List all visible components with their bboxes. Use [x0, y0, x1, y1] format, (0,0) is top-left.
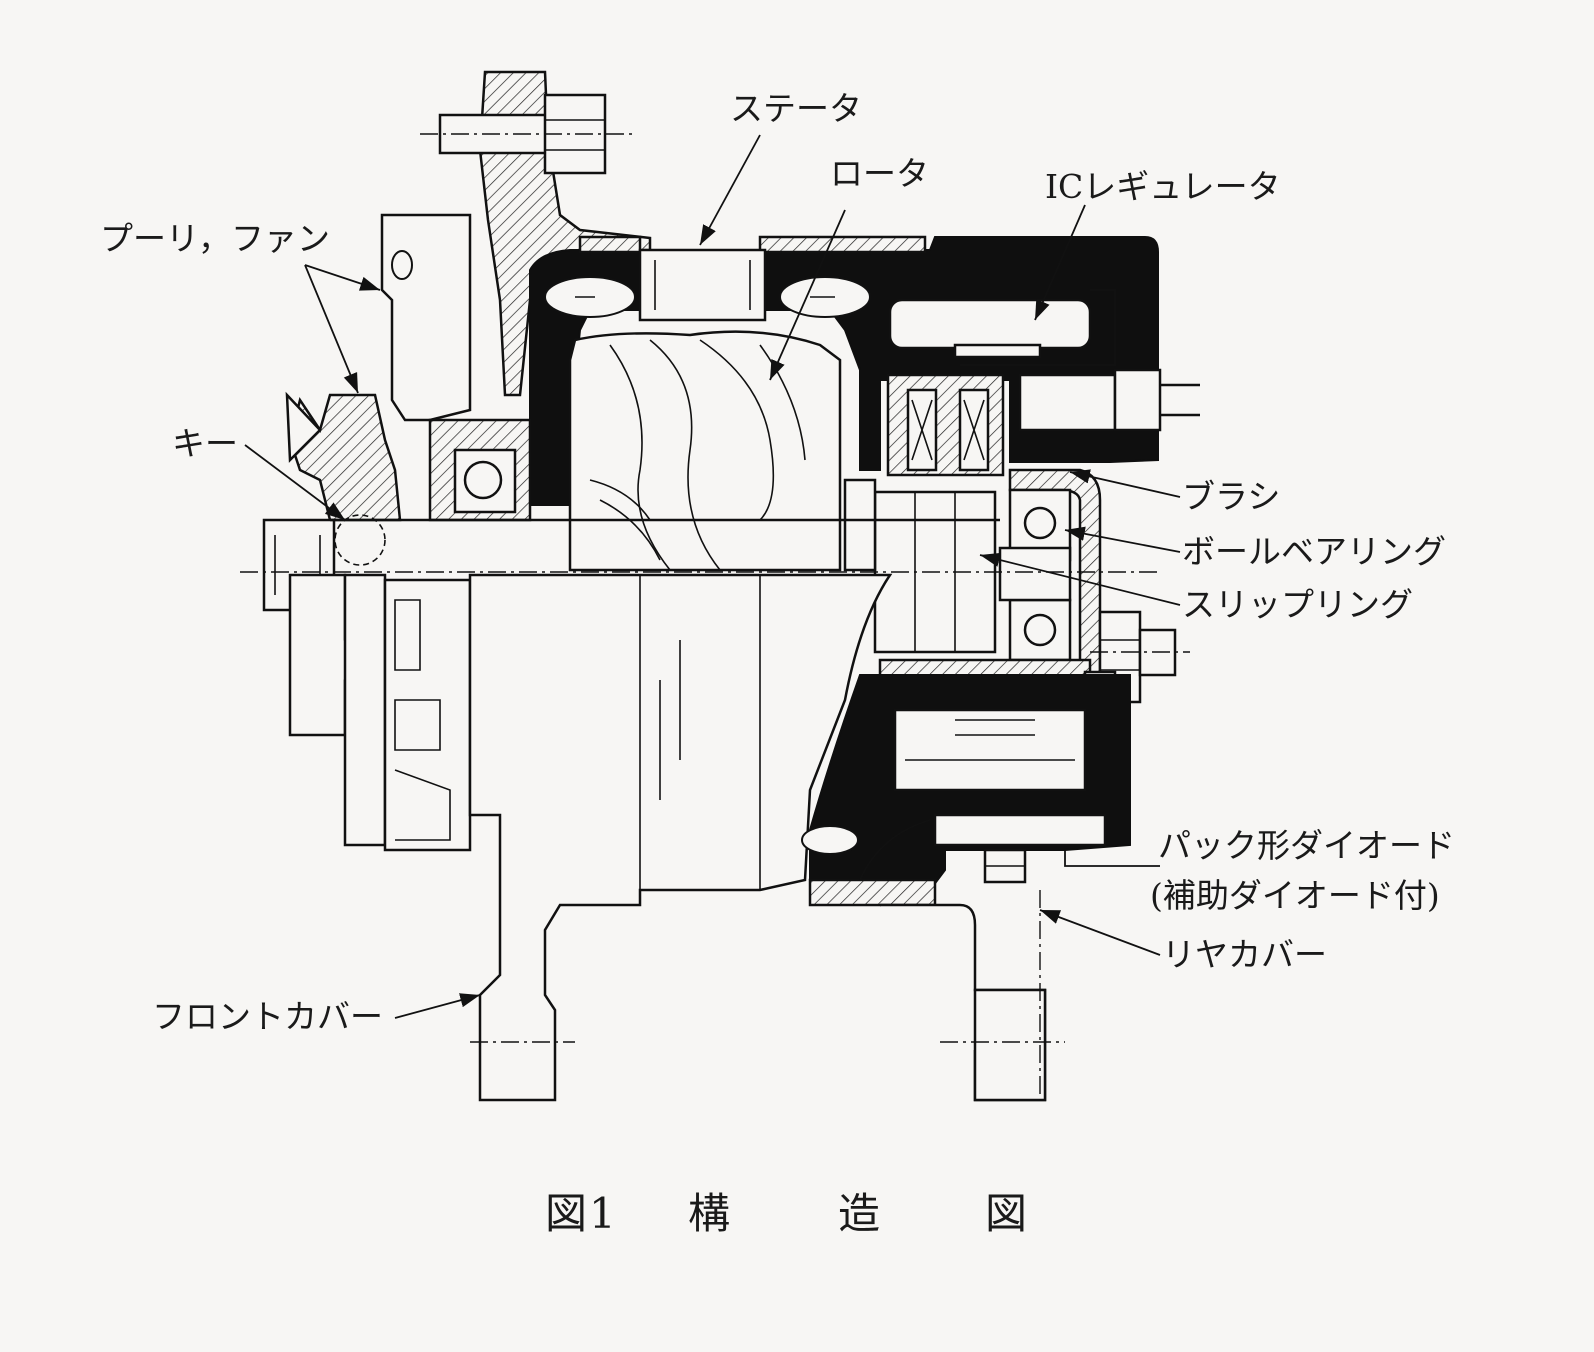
label-slip-ring: スリップリング	[1182, 585, 1413, 624]
label-ic-regulator: ICレギュレータ	[1045, 167, 1281, 206]
leader-lines	[244, 134, 1181, 1019]
pulley-and-fan	[262, 213, 532, 612]
label-rear-cover: リヤカバー	[1162, 935, 1327, 974]
label-rotor: ロータ	[830, 154, 929, 193]
label-ball-bearing: ボールベアリング	[1182, 532, 1446, 571]
brush-holder	[886, 373, 1005, 477]
label-brush: ブラシ	[1182, 477, 1280, 516]
label-pulley-fan: プーリ，ファン	[100, 219, 330, 258]
label-front-cover: フロントカバー	[152, 997, 383, 1036]
figure-caption-char-3: 図	[985, 1189, 1029, 1238]
label-stator: ステータ	[730, 89, 862, 128]
label-pack-diode: パック形ダイオード	[1158, 826, 1455, 865]
slip-rings	[843, 478, 997, 654]
label-pack-diode-note: (補助ダイオード付)	[1150, 876, 1440, 915]
figure-caption-char-2: 造	[838, 1189, 882, 1238]
stator-core	[638, 248, 767, 322]
figure-caption-number: 図1	[545, 1189, 618, 1238]
upper-mounting-bracket	[420, 70, 652, 397]
figure-caption-char-1: 構	[688, 1189, 732, 1238]
label-key: キー	[172, 424, 238, 463]
rotor	[568, 330, 842, 572]
lower-external-view	[288, 573, 1131, 1102]
